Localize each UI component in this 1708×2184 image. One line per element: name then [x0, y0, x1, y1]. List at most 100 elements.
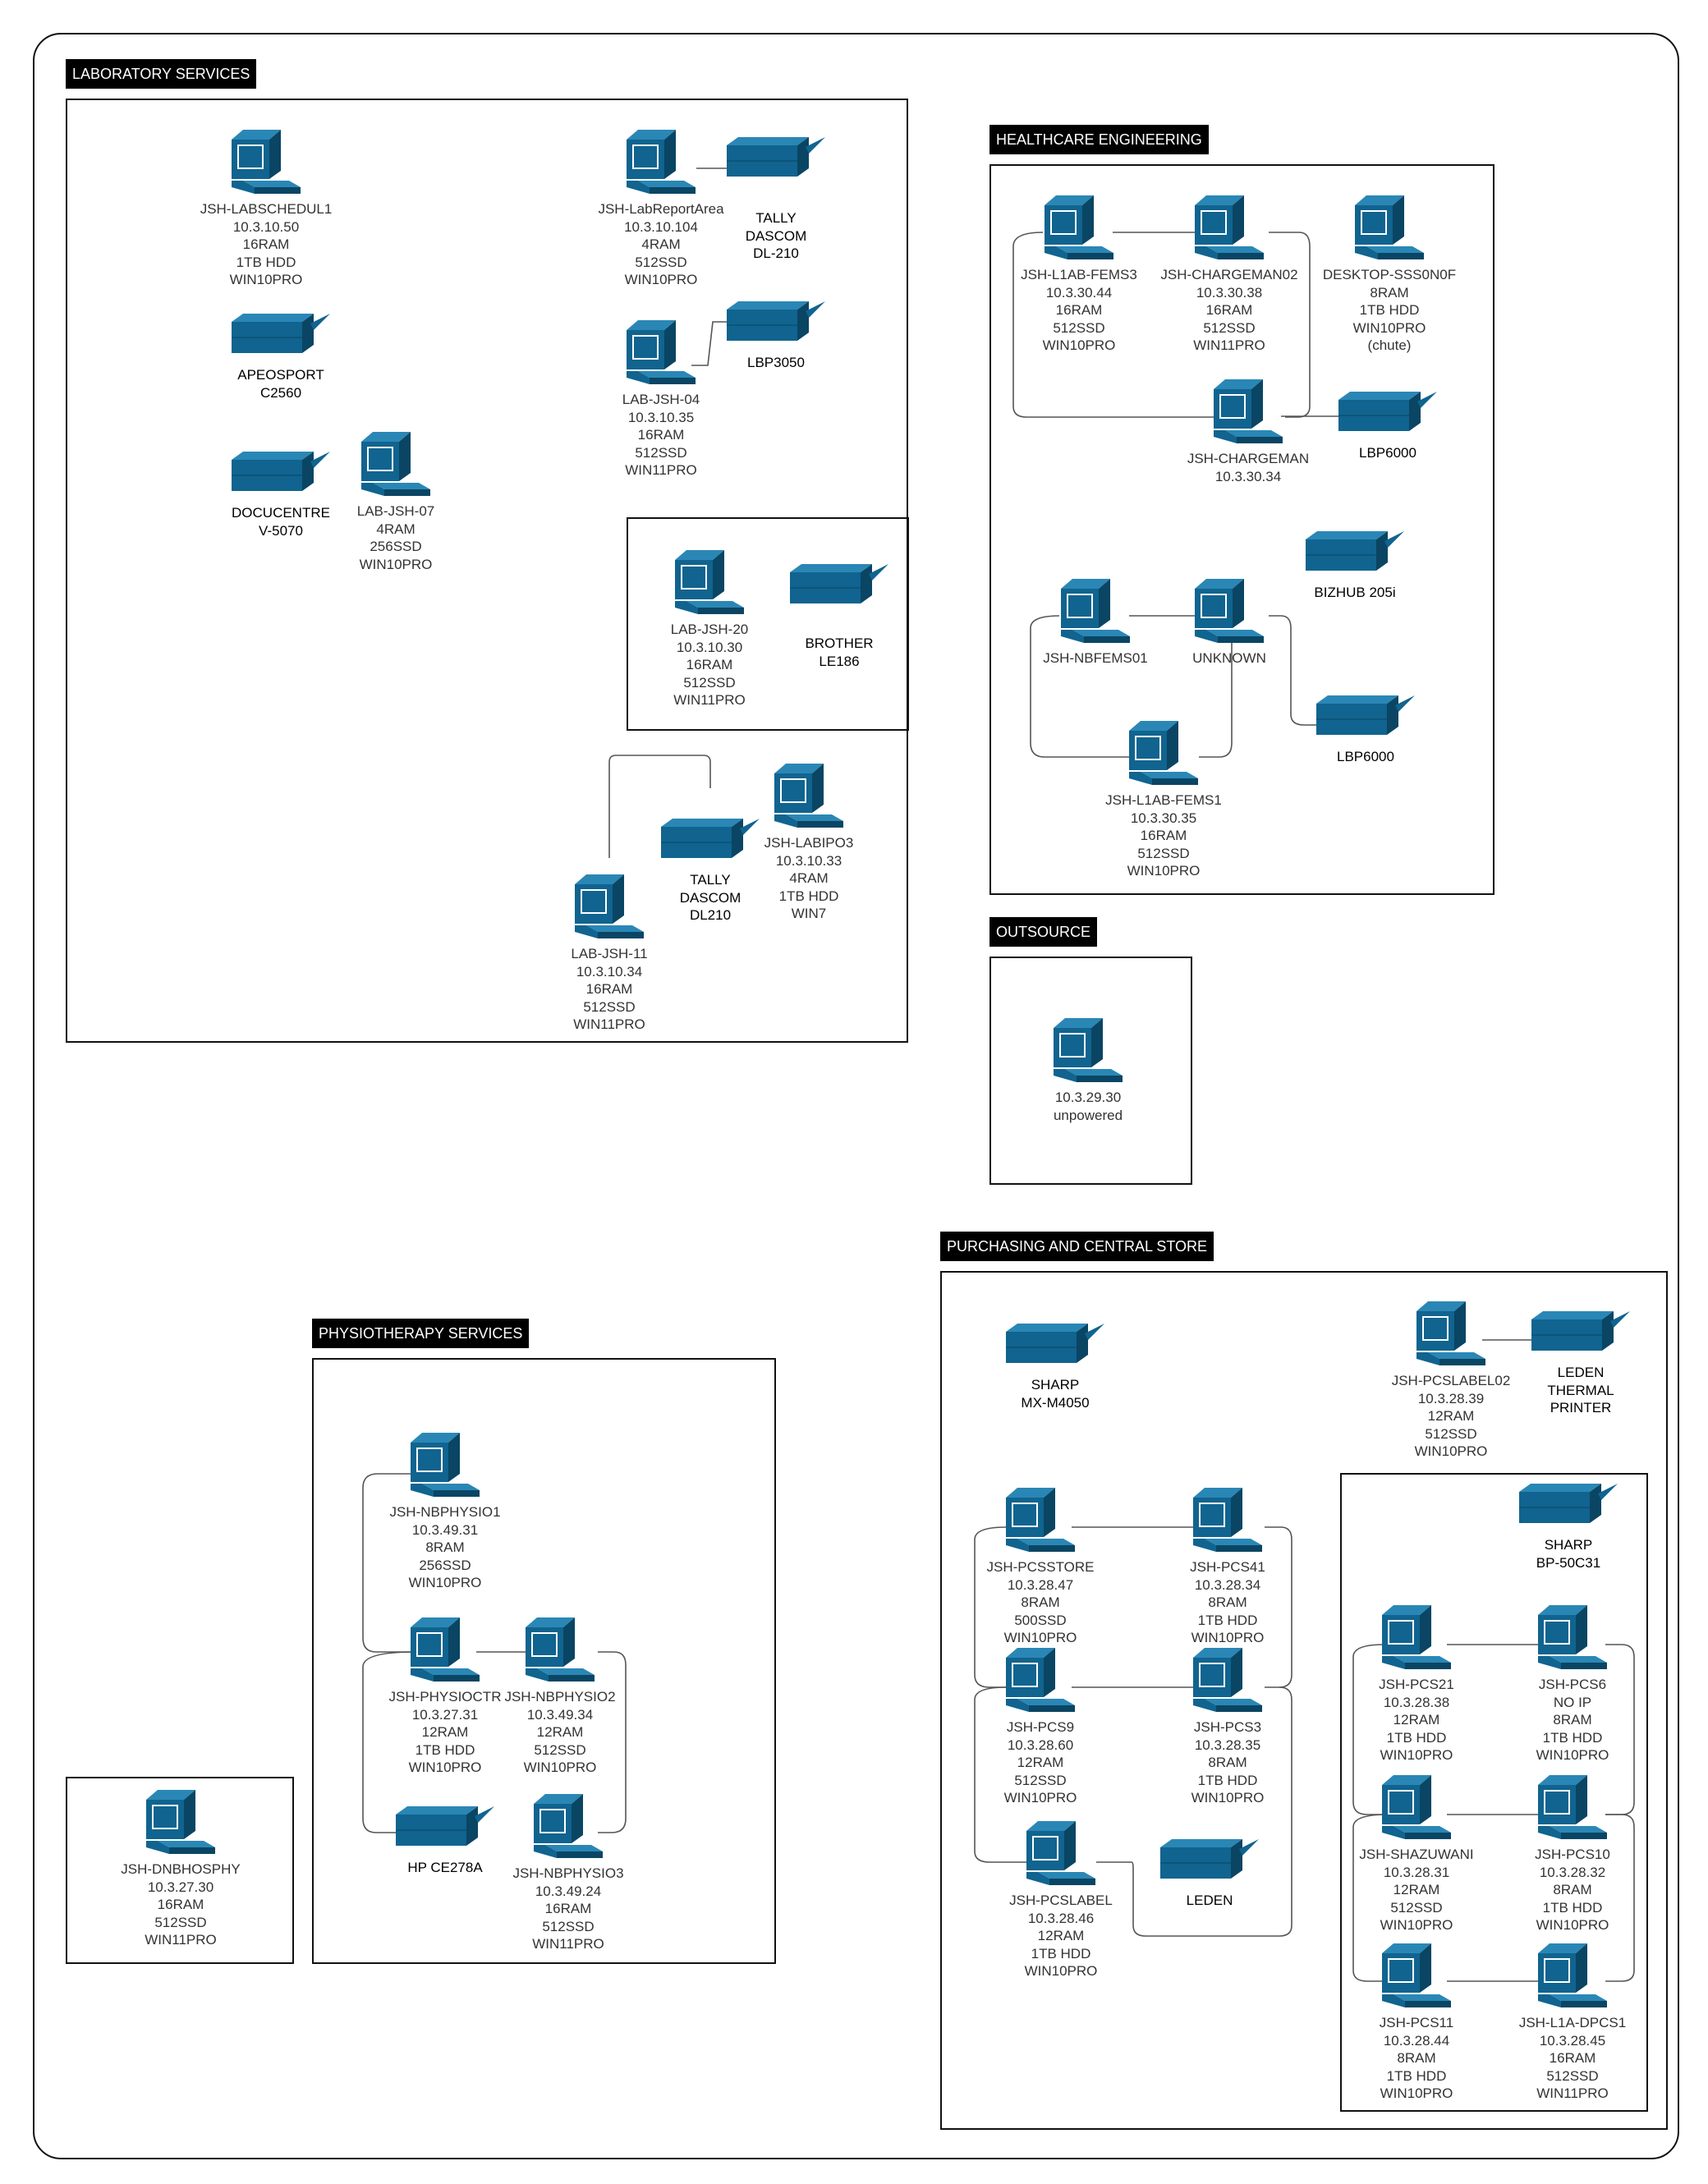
computer-icon	[1195, 579, 1264, 643]
computer-label: JSH-CHARGEMAN02 10.3.30.38 16RAM 512SSD …	[1160, 267, 1298, 353]
computer-icon	[1026, 1821, 1095, 1885]
computer-icon	[411, 1617, 480, 1682]
computer-icon	[1538, 1605, 1607, 1669]
link-hce-ring-top	[1012, 232, 1217, 418]
printer-icon	[727, 137, 825, 177]
printer-icon	[727, 301, 825, 341]
printer-label: APEOSPORT C2560	[237, 367, 324, 401]
computer-icon	[1006, 1648, 1075, 1712]
link-lab11-tally	[608, 755, 711, 858]
link-pcs-sub-ring-2	[1352, 1814, 1389, 1982]
printer-label: SHARP MX-M4050	[1021, 1377, 1090, 1411]
computer-label: LAB-JSH-20 10.3.10.30 16RAM 512SSD WIN11…	[670, 622, 749, 708]
computer-label: JSH-PCS41 10.3.28.34 8RAM 1TB HDD WIN10P…	[1190, 1559, 1265, 1645]
zone-healthcare-engineering	[989, 164, 1494, 895]
printer-icon	[1338, 392, 1437, 431]
computer-label: JSH-DNBHOSPHY 10.3.27.30 16RAM 512SSD WI…	[121, 1861, 241, 1948]
computer-icon	[627, 320, 696, 384]
zone-laboratory-subgroup	[627, 517, 909, 731]
computer-label: 10.3.29.30 unpowered	[1053, 1090, 1123, 1123]
section-title-healthcare-engineering: HEALTHCARE ENGINEERING	[989, 125, 1209, 154]
printer-icon	[1531, 1311, 1630, 1351]
section-title-purchasing: PURCHASING AND CENTRAL STORE	[940, 1232, 1214, 1261]
computer-icon	[411, 1433, 480, 1497]
computer-label: JSH-NBPHYSIO1 10.3.49.31 8RAM 256SSD WIN…	[389, 1504, 501, 1590]
printer-icon	[1519, 1484, 1618, 1523]
computer-icon	[1214, 379, 1283, 443]
zone-purchasing-subgroup	[1340, 1473, 1648, 2112]
computer-icon	[1382, 1605, 1451, 1669]
printer-label: SHARP BP-50C31	[1536, 1537, 1601, 1571]
link-hce-ring-bottom	[1030, 615, 1137, 758]
computer-icon	[534, 1794, 603, 1858]
link-pcs-ring-b	[974, 1686, 1026, 1863]
computer-label: JSH-PCSLABEL 10.3.28.46 12RAM 1TB HDD WI…	[1009, 1893, 1113, 1979]
zone-outsource	[989, 957, 1192, 1185]
computer-label: JSH-PCSSTORE 10.3.28.47 8RAM 500SSD WIN1…	[986, 1559, 1095, 1645]
section-title-outsource: OUTSOURCE	[989, 917, 1098, 947]
link-pcs-sub-ring-1	[1352, 1644, 1388, 1815]
zone-physiotherapy	[312, 1358, 776, 1964]
link-physio-nb2-loop	[598, 1651, 627, 1833]
printer-icon	[1306, 531, 1404, 571]
computer-icon	[1045, 195, 1113, 259]
link-pcs-label-leden	[1096, 1686, 1292, 1937]
computer-label: JSH-PCS10 10.3.28.32 8RAM 1TB HDD WIN10P…	[1535, 1847, 1610, 1933]
computer-label: JSH-PCSLABEL02 10.3.28.39 12RAM 512SSD W…	[1391, 1373, 1511, 1459]
printer-label: TALLY DASCOM DL-210	[745, 210, 807, 261]
zone-dnb	[66, 1777, 294, 1964]
computer-label: JSH-PCS11 10.3.28.44 8RAM 1TB HDD WIN10P…	[1379, 2015, 1454, 2101]
diagram-frame	[33, 33, 1679, 2159]
computer-label: JSH-PCS21 10.3.28.38 12RAM 1TB HDD WIN10…	[1379, 1677, 1454, 1763]
computer-label: UNKNOWN	[1192, 650, 1266, 666]
printer-icon	[661, 819, 760, 858]
computer-label: JSH-LabReportArea 10.3.10.104 4RAM 512SS…	[598, 201, 724, 287]
computer-icon	[1382, 1775, 1451, 1839]
computer-icon	[1193, 1648, 1262, 1712]
computer-icon	[575, 874, 644, 938]
printer-icon	[396, 1806, 494, 1846]
printer-label: HP CE278A	[407, 1860, 483, 1875]
printer-icon	[1316, 695, 1415, 735]
computer-icon	[1382, 1943, 1451, 2007]
printer-label: BIZHUB 205i	[1314, 585, 1396, 600]
computer-icon	[1416, 1301, 1485, 1365]
computer-label: JSH-L1AB-FEMS1 10.3.30.35 16RAM 512SSD W…	[1105, 792, 1222, 879]
computer-icon	[1054, 1018, 1123, 1082]
link-pcs-ring-a-right	[1265, 1526, 1292, 1688]
link-lab04-lbp3050	[691, 321, 727, 366]
link-hce-unknown-fems1	[1199, 636, 1233, 758]
computer-icon	[1193, 1488, 1262, 1552]
computer-label: JSH-NBPHYSIO2 10.3.49.34 12RAM 512SSD WI…	[504, 1689, 616, 1775]
zone-purchasing	[940, 1271, 1668, 2130]
computer-icon	[146, 1790, 215, 1854]
computer-label: JSH-PCS9 10.3.28.60 12RAM 512SSD WIN10PR…	[1003, 1719, 1077, 1805]
link-physio-ring-1	[362, 1473, 415, 1653]
computer-label: JSH-PCS3 10.3.28.35 8RAM 1TB HDD WIN10PR…	[1191, 1719, 1265, 1805]
computer-label: JSH-L1A-DPCS1 10.3.28.45 16RAM 512SSD WI…	[1518, 2015, 1627, 2101]
computer-icon	[1129, 721, 1198, 785]
computer-label: LAB-JSH-07 4RAM 256SSD WIN10PRO	[356, 503, 435, 572]
computer-label: JSH-CHARGEMAN 10.3.30.34	[1187, 451, 1310, 484]
computer-label: JSH-PHYSIOCTR 10.3.27.31 12RAM 1TB HDD W…	[388, 1689, 502, 1775]
link-hce-unknown-lbp6000	[1269, 615, 1318, 726]
computer-label: DESKTOP-SSS0N0F 8RAM 1TB HDD WIN10PRO (c…	[1322, 267, 1457, 353]
computer-icon	[526, 1617, 595, 1682]
link-pcs-sub-ring-1-right	[1605, 1644, 1635, 1815]
computer-label: JSH-L1AB-FEMS3 10.3.30.44 16RAM 512SSD W…	[1021, 267, 1137, 353]
printer-label: DOCUCENTRE V-5070	[232, 505, 330, 539]
computer-label: JSH-PCS6 NO IP 8RAM 1TB HDD WIN10PRO	[1536, 1677, 1609, 1763]
printer-icon	[232, 452, 330, 491]
computer-label: JSH-NBPHYSIO3 10.3.49.24 16RAM 512SSD WI…	[512, 1865, 624, 1952]
computer-label: JSH-LABSCHEDUL1 10.3.10.50 16RAM 1TB HDD…	[200, 201, 333, 287]
link-physio-ring-2	[362, 1651, 416, 1833]
computer-icon	[232, 130, 301, 194]
computer-icon	[1538, 1943, 1607, 2007]
link-pcs-sub-ring-2-right	[1605, 1814, 1635, 1982]
printer-label: LEDEN	[1186, 1893, 1233, 1908]
printer-label: LBP6000	[1359, 445, 1416, 461]
computer-icon	[675, 550, 744, 614]
computer-label: LAB-JSH-11 10.3.10.34 16RAM 512SSD WIN11…	[571, 946, 648, 1032]
computer-label: JSH-LABIPO3 10.3.10.33 4RAM 1TB HDD WIN7	[764, 835, 854, 921]
